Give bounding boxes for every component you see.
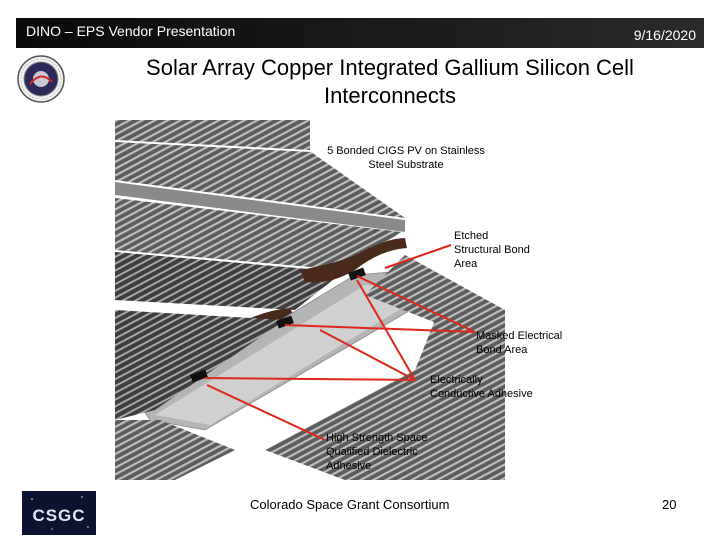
callout-cigs-line1: 5 Bonded CIGS PV on Stainless <box>327 145 485 157</box>
callout-conductive: Electrically Conductive Adhesive <box>430 373 533 401</box>
callout-arrows <box>204 244 476 441</box>
callout-dielectric-line3: Adhesive <box>326 460 372 472</box>
solar-array-diagram <box>115 120 505 480</box>
callout-conductive-line2: Conductive Adhesive <box>430 388 533 400</box>
callout-etched-line2: Structural Bond <box>454 244 530 256</box>
callout-masked: Masked Electrical Bond Area <box>476 329 562 357</box>
callout-cigs: 5 Bonded CIGS PV on Stainless Steel Subs… <box>316 144 496 172</box>
solar-cells-upper <box>115 120 405 310</box>
solar-cells-lower <box>115 255 505 480</box>
callout-dielectric-line2: Qualified Dielectric <box>326 446 418 458</box>
callout-dielectric-line1: High Strength Space <box>326 432 428 444</box>
presentation-date: 9/16/2020 <box>633 27 696 43</box>
callout-masked-line2: Bond Area <box>476 344 528 356</box>
page-number: 20 <box>662 497 677 512</box>
presentation-title: DINO – EPS Vendor Presentation <box>26 23 236 39</box>
seal-logo-icon <box>17 55 65 103</box>
callout-etched-line1: Etched <box>454 230 489 242</box>
callout-dielectric: High Strength Space Qualified Dielectric… <box>326 431 428 473</box>
slide-title: Solar Array Copper Integrated Gallium Si… <box>146 55 634 108</box>
callout-etched: Etched Structural Bond Area <box>454 229 530 271</box>
callout-masked-line1: Masked Electrical <box>476 330 563 342</box>
callout-conductive-line1: Electrically <box>430 374 483 386</box>
callout-cigs-line2: Steel Substrate <box>368 159 444 171</box>
footer-organization: Colorado Space Grant Consortium <box>250 497 450 512</box>
callout-etched-line3: Area <box>454 258 478 270</box>
csgc-logo-icon: CSGC <box>22 491 96 535</box>
csgc-logo-text: CSGC <box>32 506 85 525</box>
bond-pads <box>190 267 366 383</box>
header-bar <box>16 18 704 48</box>
